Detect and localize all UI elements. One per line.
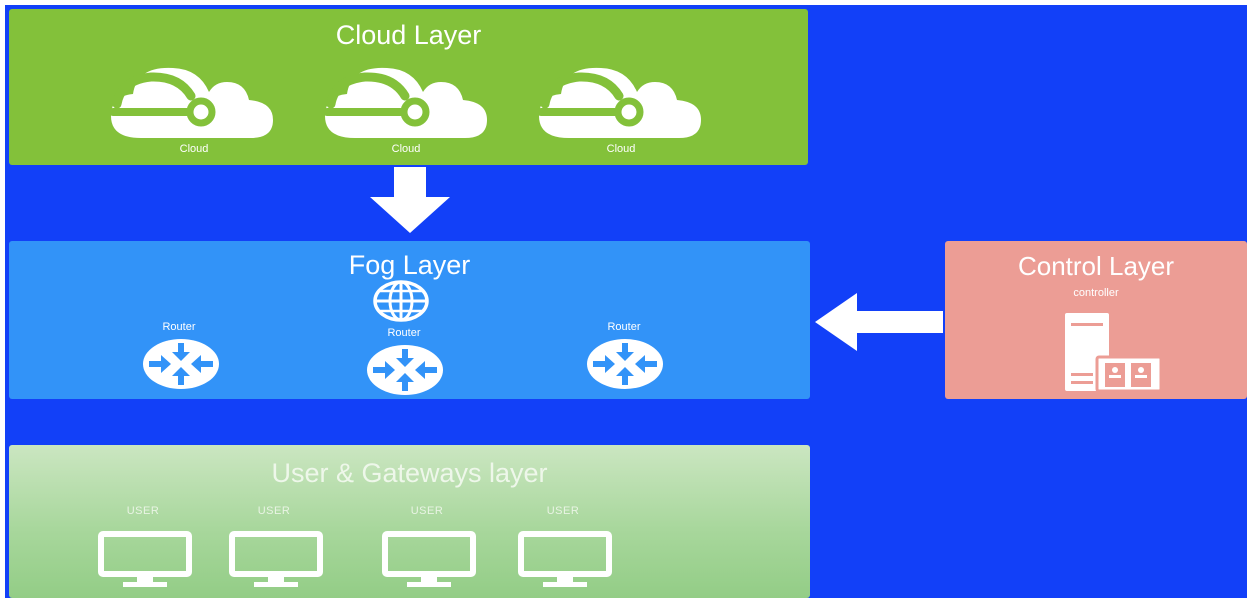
monitor-icon	[518, 531, 612, 587]
arrow-left-icon	[815, 293, 943, 351]
globe-icon	[373, 280, 429, 322]
user-label: USER	[257, 505, 291, 517]
arrow-down-icon	[370, 167, 450, 233]
router-icon	[587, 339, 663, 389]
cloud-label: Cloud	[606, 143, 636, 155]
cloud-icon	[323, 67, 487, 138]
monitor-icon	[229, 531, 323, 587]
fog-layer-box: Fog Layer Router Router	[9, 241, 810, 399]
router-label: Router	[387, 327, 421, 339]
control-layer-box: Control Layer controller	[945, 241, 1247, 399]
diagram-canvas: Cloud Layer Cloud Cloud Cloud Fog Layer	[5, 5, 1247, 598]
router-icon	[143, 339, 219, 389]
user-gateways-layer-box: User & Gateways layer USER USER USER USE…	[9, 445, 810, 598]
cloud-label: Cloud	[391, 143, 421, 155]
cloud-icon	[109, 67, 273, 138]
cloud-layer-box: Cloud Layer Cloud Cloud Cloud	[9, 9, 808, 165]
server-icon	[1065, 313, 1163, 393]
control-layer-title: Control Layer	[1017, 251, 1175, 281]
cloud-label: Cloud	[179, 143, 209, 155]
user-label: USER	[410, 505, 444, 517]
user-label: USER	[546, 505, 580, 517]
router-label: Router	[607, 321, 641, 333]
cloud-layer-title: Cloud Layer	[335, 20, 482, 50]
user-label: USER	[126, 505, 160, 517]
user-gateways-layer-title: User & Gateways layer	[271, 458, 548, 488]
router-icon	[367, 345, 443, 395]
router-label: Router	[162, 321, 196, 333]
cloud-icon	[537, 67, 701, 138]
monitor-icon	[382, 531, 476, 587]
monitor-icon	[98, 531, 192, 587]
fog-layer-title: Fog Layer	[348, 250, 471, 280]
controller-label: controller	[1073, 287, 1119, 299]
